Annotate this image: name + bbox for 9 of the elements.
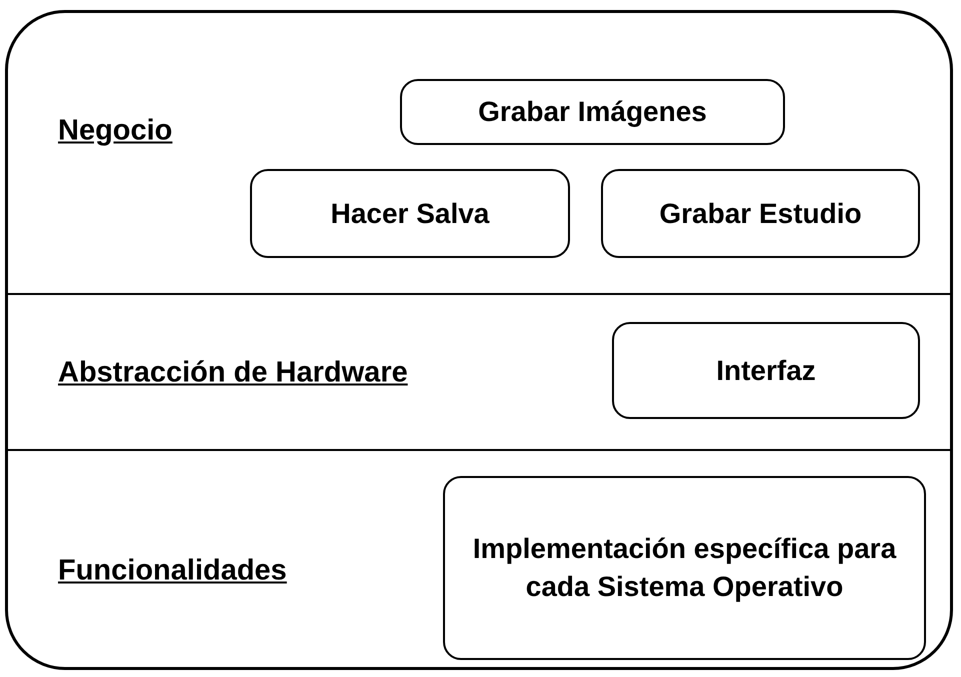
component-box: Interfaz: [612, 322, 920, 419]
layer-heading: Funcionalidades: [58, 554, 287, 588]
system-frame: [5, 10, 953, 670]
layer-heading: Negocio: [58, 114, 172, 148]
component-box: Hacer Salva: [250, 169, 570, 258]
component-box: Grabar Imágenes: [400, 79, 785, 145]
component-box: Grabar Estudio: [601, 169, 920, 258]
layer-heading: Abstracción de Hardware: [58, 356, 408, 390]
component-box: Implementación específica para cada Sistema Operativo: [443, 476, 926, 660]
